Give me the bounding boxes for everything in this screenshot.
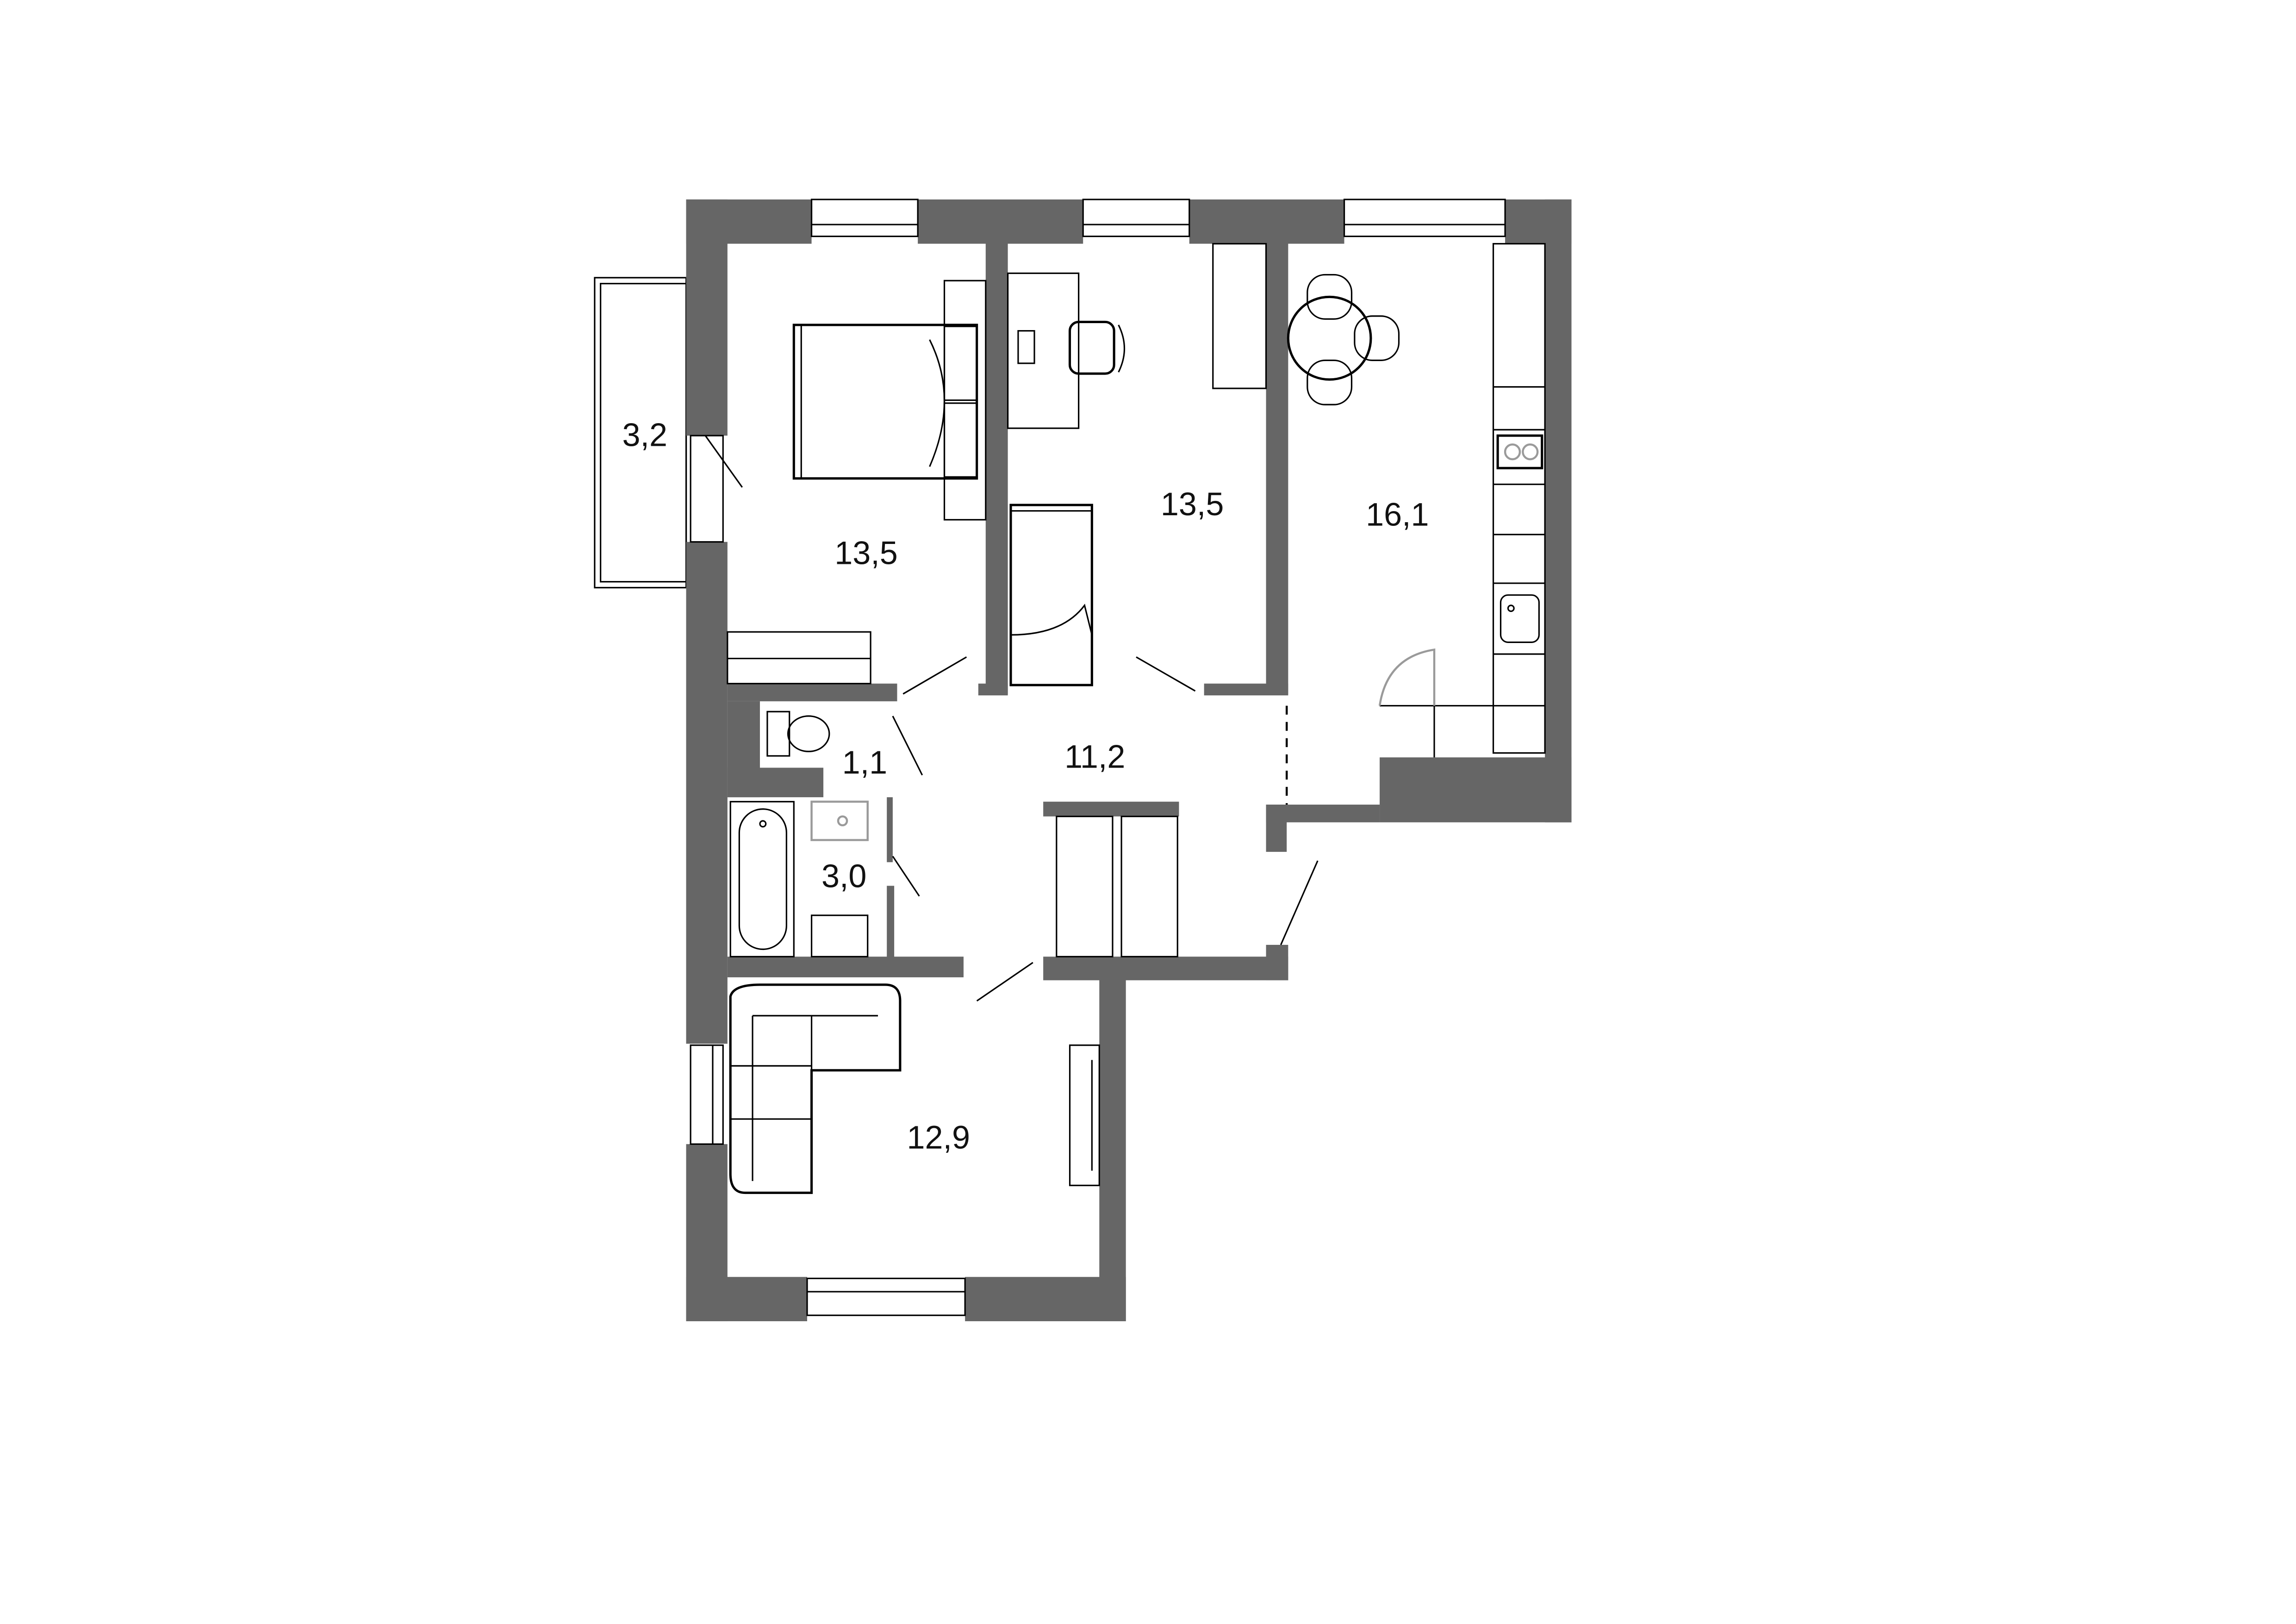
room-area-kitchen: 16,1 (1366, 496, 1429, 532)
wardrobe-icon (727, 631, 871, 685)
double-bed-icon (792, 280, 987, 521)
single-bed-icon (1009, 504, 1093, 687)
tv-stand-icon (1069, 1044, 1100, 1187)
room-area-balcony: 3,2 (622, 417, 667, 453)
doors (892, 656, 1319, 1002)
room-area-bathroom: 3,0 (821, 858, 866, 894)
room-area-study: 13,5 (1161, 486, 1224, 522)
sink-icon (1500, 594, 1540, 643)
stove-icon (1496, 434, 1543, 469)
room-area-bedroom: 13,5 (834, 535, 897, 571)
room-area-toilet: 1,1 (842, 744, 887, 781)
toilet-icon (766, 711, 830, 757)
office-chair-icon (1068, 320, 1125, 375)
washbasin-icon (810, 800, 869, 841)
room-area-living-room: 12,9 (907, 1119, 970, 1156)
dining-table-icon (1287, 274, 1400, 406)
kitchen-door-swing (1378, 648, 1436, 706)
desk-icon (1007, 272, 1080, 429)
washing-machine-icon (810, 914, 869, 958)
corner-sofa-icon (729, 983, 902, 1194)
kitchen-counter-icon (1380, 243, 1546, 758)
walls (686, 199, 1572, 1321)
closet-icon (1212, 243, 1267, 389)
bathtub-icon (729, 801, 795, 958)
hallway-closet-icon (1056, 815, 1178, 958)
windows (690, 199, 1506, 1316)
room-area-hallway: 11,2 (1064, 738, 1125, 775)
